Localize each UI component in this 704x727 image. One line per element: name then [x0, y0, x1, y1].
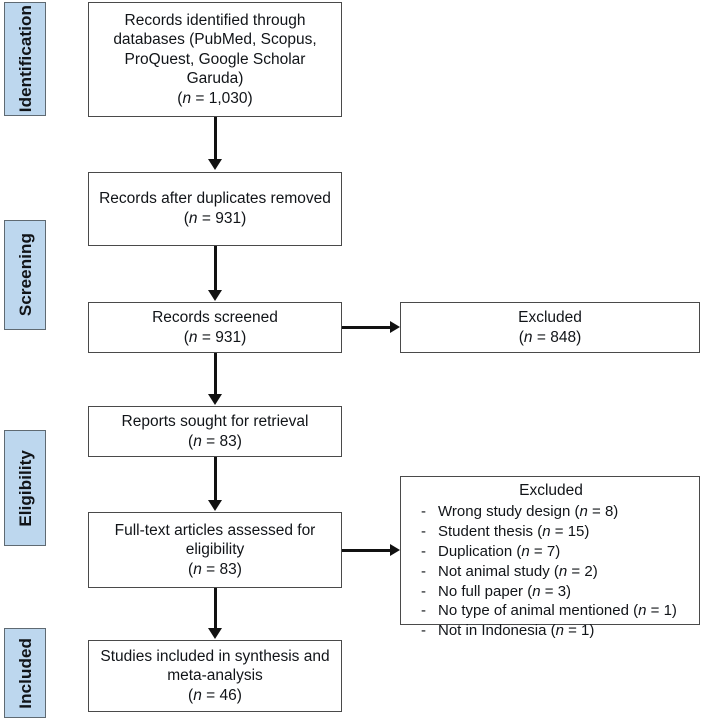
- arrow-fulltext-to-exclusion-list: [390, 543, 400, 556]
- list-item: -Duplication (n = 7): [421, 543, 561, 561]
- box-studies-included-text: Studies included in synthesis and meta-a…: [100, 647, 334, 685]
- arrow-screened-to-reports: [208, 394, 222, 405]
- exclusion-reason-text: Duplication: [438, 543, 513, 561]
- exclusion-n-symbol: n: [579, 503, 588, 521]
- box-reports-sought-count: (n = 83): [188, 432, 242, 450]
- stage-label-eligibility-text: Eligibility: [15, 449, 35, 527]
- list-item: -No full paper (n = 3): [421, 582, 572, 600]
- bullet-dash: -: [421, 523, 426, 541]
- exclusion-n-symbol: n: [542, 523, 551, 541]
- box-records-after-duplicates: Records after duplicates removed (n = 93…: [88, 172, 342, 246]
- box-records-screened: Records screened (n = 931): [88, 302, 342, 353]
- bullet-dash: -: [421, 543, 426, 561]
- stage-label-identification-text: Identification: [15, 5, 35, 113]
- box-records-identified: Records identified through databases (Pu…: [88, 2, 342, 117]
- stage-label-included: Included: [4, 628, 46, 718]
- stage-label-screening: Screening: [4, 220, 46, 330]
- box-studies-included-count: (n = 46): [188, 686, 242, 704]
- box-fulltext-assessed-count: (n = 83): [188, 560, 242, 578]
- box-reports-sought: Reports sought for retrieval (n = 83): [88, 406, 342, 457]
- connector-identified-to-duplicates: [213, 117, 217, 161]
- list-item: -Wrong study design (n = 8): [421, 503, 619, 521]
- connector-duplicates-to-screened: [213, 246, 217, 292]
- stage-label-screening-text: Screening: [15, 233, 35, 317]
- box-records-identified-text: Records identified through databases (Pu…: [113, 11, 321, 88]
- exclusion-reason-text: No type of animal mentioned: [438, 602, 629, 620]
- box-records-identified-count: (n = 1,030): [177, 89, 253, 107]
- bullet-dash: -: [421, 622, 426, 640]
- exclusion-reason-text: Not animal study: [438, 562, 550, 580]
- exclusion-n-value: 15: [567, 523, 585, 541]
- box-records-screened-text: Records screened: [152, 308, 278, 326]
- exclusion-reason-text: No full paper: [438, 582, 524, 600]
- list-item: -Student thesis (n = 15): [421, 523, 590, 541]
- exclusion-reasons-list: -Wrong study design (n = 8) -Student the…: [409, 502, 693, 641]
- exclusion-n-value: 7: [546, 543, 556, 561]
- bullet-dash: -: [421, 562, 426, 580]
- exclusion-n-symbol: n: [532, 582, 541, 600]
- exclusion-n-symbol: n: [521, 543, 530, 561]
- list-item: -Not animal study (n = 2): [421, 562, 598, 580]
- connector-reports-to-fulltext: [213, 457, 217, 502]
- box-studies-included: Studies included in synthesis and meta-a…: [88, 640, 342, 712]
- stage-label-eligibility: Eligibility: [4, 430, 46, 546]
- exclusion-reason-text: Student thesis: [438, 523, 534, 541]
- arrow-identified-to-duplicates: [208, 159, 222, 170]
- box-records-after-duplicates-text: Records after duplicates removed: [99, 190, 331, 208]
- arrow-reports-to-fulltext: [208, 500, 222, 511]
- stage-label-identification: Identification: [4, 2, 46, 116]
- connector-screened-to-reports: [213, 353, 217, 396]
- arrow-fulltext-to-included: [208, 628, 222, 639]
- box-excluded-screened: Excluded (n = 848): [400, 302, 700, 353]
- arrow-duplicates-to-screened: [208, 290, 222, 301]
- stage-label-included-text: Included: [15, 637, 35, 709]
- arrow-screened-to-excluded: [390, 320, 400, 333]
- list-item: -No type of animal mentioned (n = 1): [421, 602, 677, 620]
- box-excluded-screened-count: (n = 848): [518, 328, 582, 346]
- bullet-dash: -: [421, 503, 426, 521]
- connector-screened-to-excluded: [342, 326, 392, 329]
- exclusion-n-value: 3: [557, 582, 567, 600]
- exclusion-n-value: 1: [663, 602, 672, 620]
- box-fulltext-assessed: Full-text articles assessed for eligibil…: [88, 512, 342, 588]
- box-exclusion-reasons: Excluded -Wrong study design (n = 8) -St…: [400, 476, 700, 639]
- exclusion-n-value: 2: [584, 562, 593, 580]
- exclusion-n-symbol: n: [638, 602, 647, 620]
- exclusion-reason-text: Wrong study design: [438, 503, 571, 521]
- exclusion-n-value: 8: [604, 503, 614, 521]
- box-fulltext-assessed-text: Full-text articles assessed for eligibil…: [114, 521, 320, 559]
- exclusion-n-symbol: n: [555, 622, 564, 640]
- box-records-screened-count: (n = 931): [183, 328, 247, 346]
- exclusion-n-value: 1: [581, 622, 590, 640]
- exclusion-n-symbol: n: [558, 562, 568, 580]
- exclusion-list-title: Excluded: [519, 482, 583, 499]
- box-reports-sought-text: Reports sought for retrieval: [121, 412, 309, 430]
- box-records-after-duplicates-count: (n = 931): [183, 210, 247, 227]
- box-excluded-screened-text: Excluded: [518, 308, 582, 326]
- connector-fulltext-to-exclusion-list: [342, 549, 392, 552]
- connector-fulltext-to-included: [213, 588, 217, 630]
- list-item: -Not in Indonesia (n = 1): [421, 622, 595, 640]
- bullet-dash: -: [421, 602, 426, 620]
- exclusion-reason-text: Not in Indonesia: [438, 622, 547, 640]
- bullet-dash: -: [421, 582, 426, 600]
